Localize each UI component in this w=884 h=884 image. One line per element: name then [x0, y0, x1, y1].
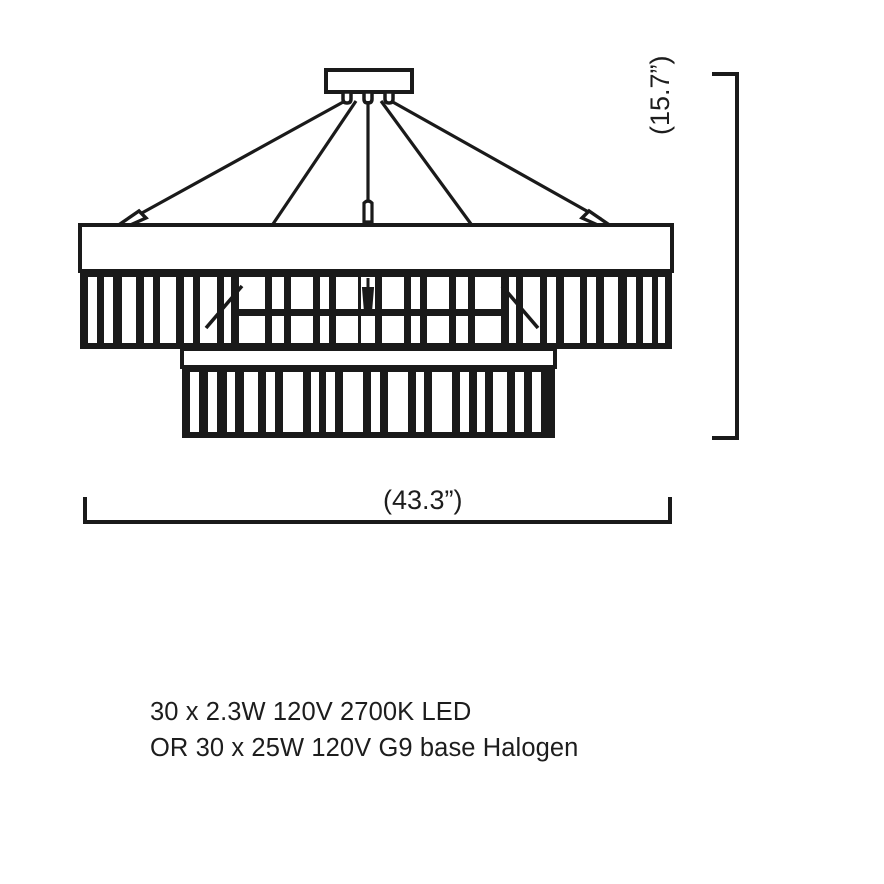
leader-lines — [204, 284, 540, 330]
specifications-block: 30 x 2.3W 120V 2700K LED OR 30 x 25W 120… — [150, 694, 770, 766]
height-dimension-label: (15.7”) — [645, 55, 675, 135]
center-cable-terminal — [362, 199, 374, 224]
upper-frame-body — [78, 223, 674, 273]
specification-line-halogen: OR 30 x 25W 120V G9 base Halogen — [150, 734, 579, 762]
cable-mid-left — [271, 100, 358, 225]
suspension-cables — [130, 99, 602, 225]
cable-far-left — [130, 99, 346, 221]
lower-frame-body — [180, 347, 557, 369]
cable-far-right — [390, 99, 602, 221]
height-dimension-line — [712, 72, 739, 440]
width-dimension-line — [83, 497, 672, 524]
center-lamp-socket — [361, 278, 375, 313]
leader-left — [204, 284, 244, 330]
lower-tier-crystals — [182, 366, 555, 438]
cable-mid-right — [379, 100, 473, 225]
width-dimension-label: (43.3”) — [383, 485, 463, 515]
specification-line-led: 30 x 2.3W 120V 2700K LED — [150, 698, 472, 726]
ceiling-canopy — [324, 68, 414, 94]
upper-tier-crystals — [80, 271, 672, 349]
leader-right — [500, 284, 540, 330]
